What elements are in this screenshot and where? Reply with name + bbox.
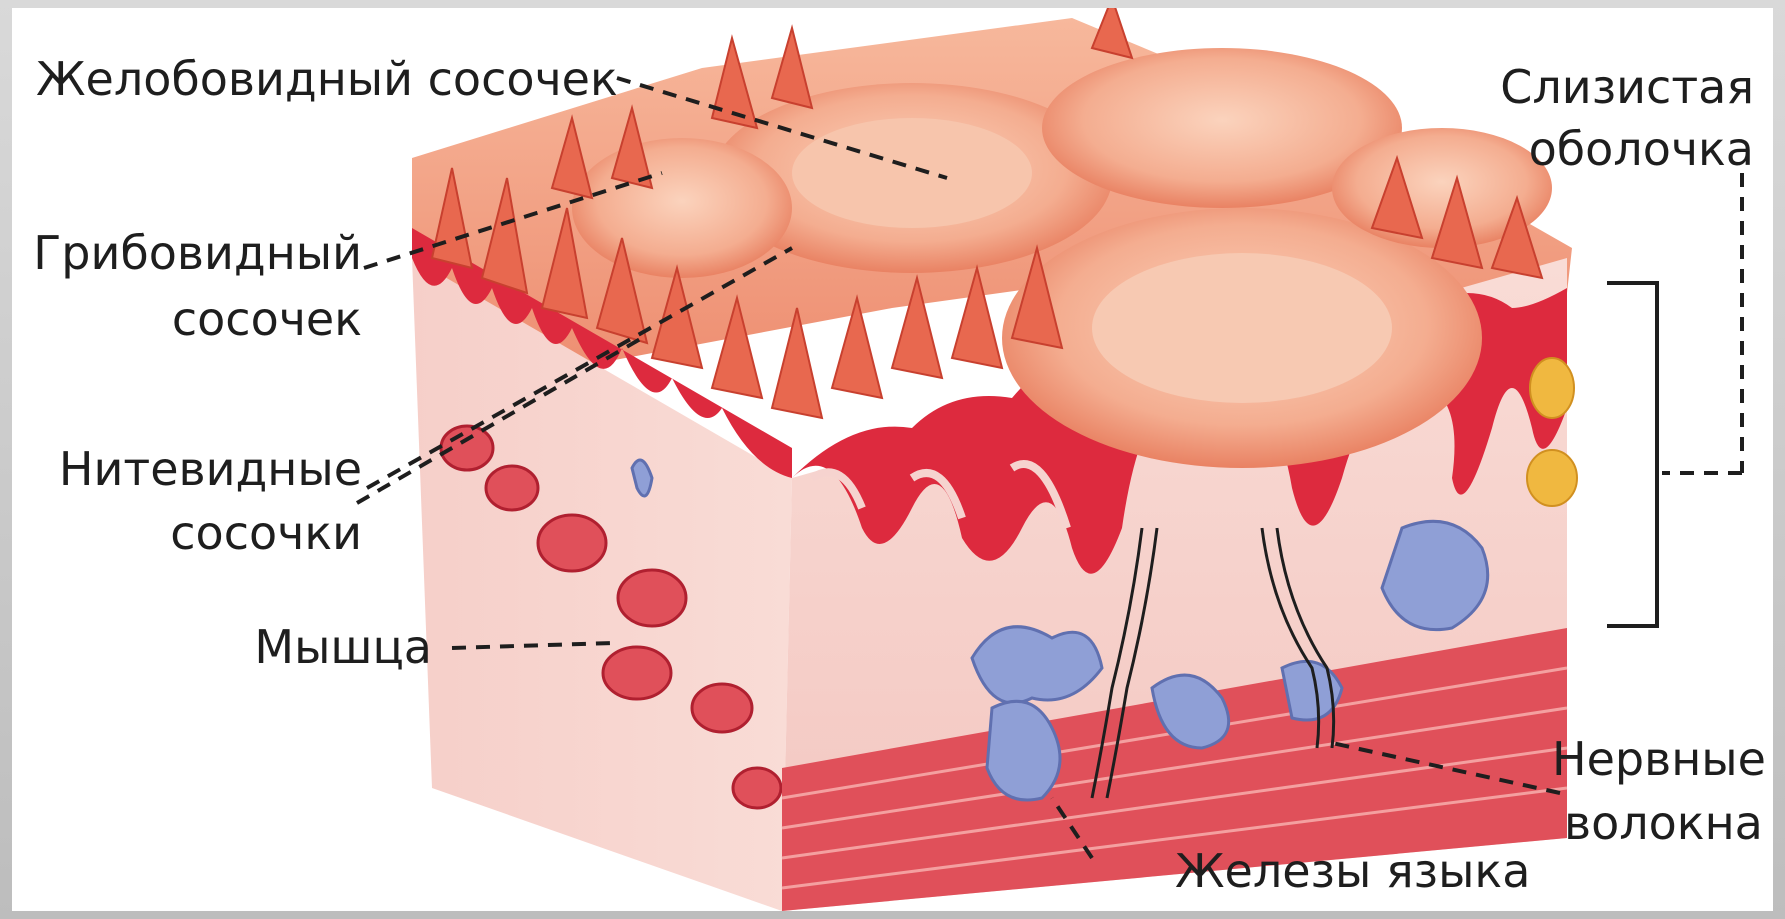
label-muscle: Мышца <box>132 620 432 674</box>
diagram-canvas: Желобовидный сосочек Слизистая оболочка … <box>12 8 1773 911</box>
label-fungiform-line2: сосочек <box>32 292 362 346</box>
label-filiform-line1: Нитевидные <box>32 442 362 496</box>
label-circumvallate-papilla: Желобовидный сосочек <box>36 52 618 106</box>
label-glands: Железы языка <box>1175 844 1530 898</box>
label-fungiform-line1: Грибовидный <box>32 226 362 280</box>
label-nerve-line2: волокна <box>1564 796 1763 850</box>
label-nerve-line1: Нервные <box>1552 732 1766 786</box>
label-mucosa-line2: оболочка <box>1482 122 1754 176</box>
label-mucosa-line1: Слизистая <box>1482 60 1754 114</box>
mucosa-bracket <box>1607 283 1657 626</box>
label-filiform-line2: сосочки <box>32 506 362 560</box>
fungiform-papilla-mound <box>572 138 792 278</box>
